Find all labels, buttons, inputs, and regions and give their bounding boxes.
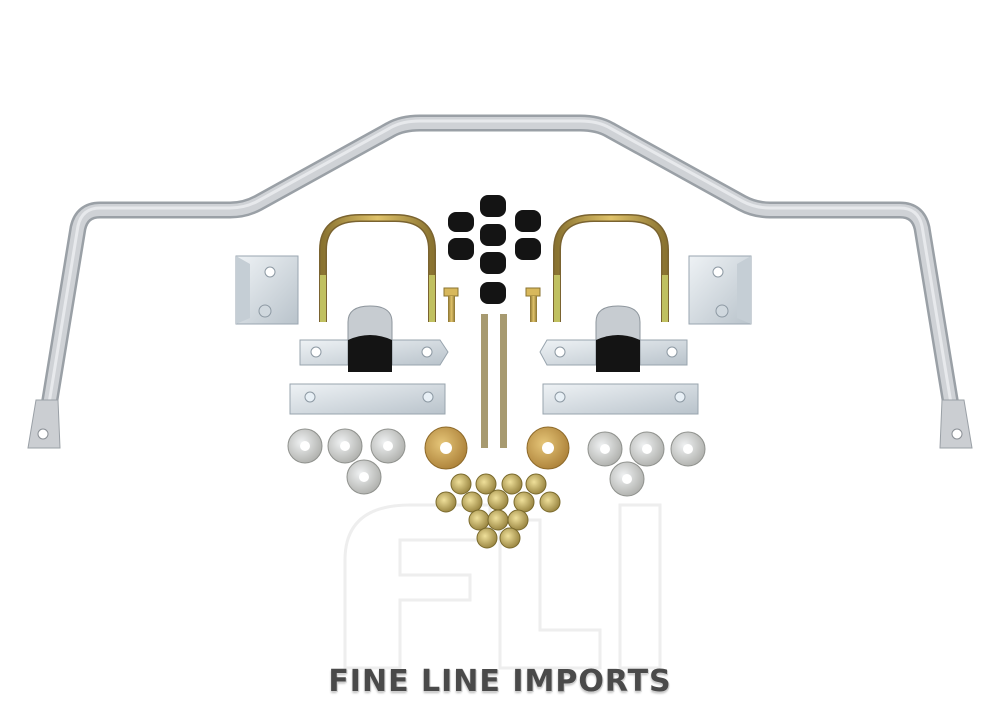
washers — [287, 426, 706, 497]
square-bracket-left — [235, 255, 299, 325]
bolts — [443, 287, 541, 322]
end-link-bushings — [448, 195, 541, 304]
watermark-monogram — [343, 503, 662, 670]
u-bolt-left — [319, 214, 436, 322]
backing-plate-right — [542, 383, 699, 415]
brand-watermark-text: FINE LINE IMPORTS — [328, 664, 672, 699]
threaded-rods — [481, 314, 507, 448]
square-bracket-right — [688, 255, 752, 325]
sway-bar — [27, 114, 973, 449]
u-bolt-right — [553, 214, 669, 322]
nuts — [435, 473, 561, 549]
bushing-clamp-left — [299, 305, 449, 372]
bushing-clamp-right — [539, 305, 688, 372]
backing-plate-left — [289, 383, 446, 415]
